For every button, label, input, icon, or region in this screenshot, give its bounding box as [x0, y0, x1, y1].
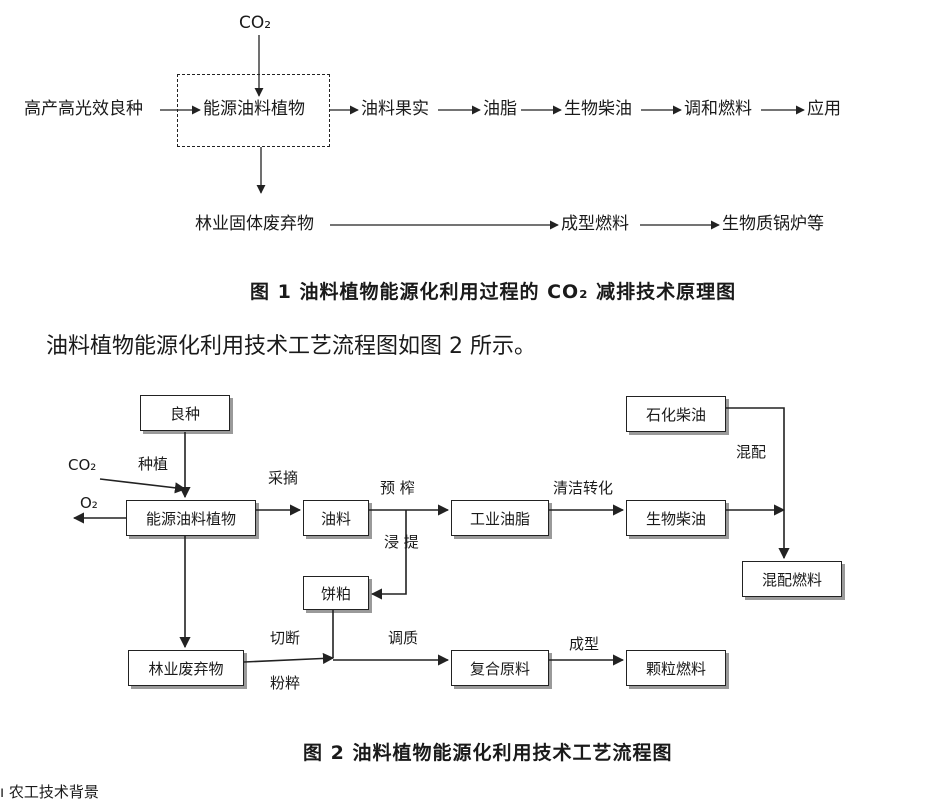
co2-label: CO₂ [239, 13, 272, 33]
good-seed-box: 良种 [140, 395, 230, 431]
harvest-label: 采摘 [268, 469, 299, 487]
fruit-node: 油料果实 [361, 99, 429, 119]
figure-1-caption: 图 1 油料植物能源化利用过程的 CO₂ 减排技术原理图 [250, 281, 737, 303]
oilseed-box: 油料 [303, 500, 369, 536]
o2-output-label: O₂ [80, 494, 98, 512]
intro-paragraph: 油料植物能源化利用技术工艺流程图如图 2 所示。 [46, 334, 536, 359]
crush-label: 粉粹 [270, 674, 301, 692]
pre-press-label: 预 榨 [380, 479, 415, 497]
blended-fuel-box: 混配燃料 [742, 561, 842, 597]
industrial-oil-box: 工业油脂 [451, 500, 549, 536]
forest-waste-node: 林业固体废弃物 [195, 214, 314, 234]
f2-petro-blend-arrow [726, 407, 790, 560]
plant-node: 能源油料植物 [203, 99, 305, 119]
clean-convert-label: 清洁转化 [553, 479, 614, 497]
petro-diesel-box: 石化柴油 [626, 396, 726, 432]
seed-node: 高产高光效良种 [24, 99, 143, 119]
application-node: 应用 [807, 99, 841, 119]
composite-material-box: 复合原料 [451, 650, 549, 686]
biodiesel-box: 生物柴油 [626, 500, 726, 536]
plant-box: 能源油料植物 [126, 500, 256, 536]
blend-fuel-node: 调和燃料 [684, 99, 752, 119]
pellet-fuel-box: 颗粒燃料 [626, 650, 726, 686]
leach-extract-label: 浸 提 [384, 533, 419, 551]
biodiesel-node: 生物柴油 [564, 99, 632, 119]
f2-oilseed-cake-arrow [370, 510, 407, 600]
seed-cake-box: 饼粕 [303, 576, 369, 610]
blend-label: 混配 [736, 443, 767, 461]
co2-input-label: CO₂ [68, 456, 97, 474]
condition-label: 调质 [388, 629, 419, 647]
f2-forest-merge-arrow [243, 652, 335, 665]
forest-waste-box: 林业废弃物 [128, 650, 244, 686]
shaping-label: 成型 [569, 635, 600, 653]
figure-2-caption: 图 2 油料植物能源化利用技术工艺流程图 [303, 742, 673, 764]
plant-growing-label: 种植 [138, 455, 169, 473]
cut-label: 切断 [270, 629, 301, 647]
shaped-fuel-node: 成型燃料 [561, 214, 629, 234]
oil-node: 油脂 [483, 99, 517, 119]
f2-co2-plant-arrow [99, 478, 187, 494]
boiler-node: 生物质锅炉等 [722, 214, 824, 234]
